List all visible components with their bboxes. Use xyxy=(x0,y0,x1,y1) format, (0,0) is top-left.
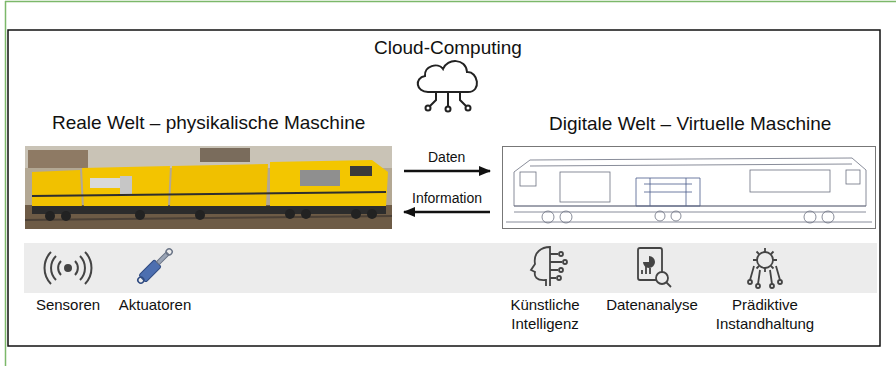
icon-label: Künstliche Intelligenz xyxy=(499,295,591,333)
frame xyxy=(8,30,880,346)
actuator-icon xyxy=(135,246,175,286)
outer-border xyxy=(5,1,7,366)
diagram-title: Cloud-Computing xyxy=(374,37,522,59)
cloud-icon xyxy=(418,61,477,111)
analysis-icon xyxy=(638,248,671,287)
node-heading: Reale Welt – physikalische Maschine xyxy=(52,112,365,134)
drawing-frame: Digitale Welt – Virtuelle Maschine xyxy=(502,146,876,229)
icon-label: Prädiktive Instandhaltung xyxy=(706,295,824,333)
sensor-icon xyxy=(45,252,92,284)
icon-label: Sensoren xyxy=(18,295,118,314)
cad-drawing xyxy=(503,147,875,228)
photo-frame: Reale Welt – physikalische Maschine xyxy=(25,146,392,229)
icon-label: Aktuatoren xyxy=(100,295,210,314)
train-photo xyxy=(25,146,392,229)
icon-band xyxy=(24,243,877,293)
flow-arrow xyxy=(404,211,490,214)
arrow-label: Daten xyxy=(426,149,467,165)
arrow-label: Information xyxy=(410,190,484,206)
outer-border xyxy=(5,1,896,3)
ai-icon xyxy=(531,247,567,286)
flow-arrow xyxy=(404,170,490,173)
icon-label: Datenanalyse xyxy=(596,295,708,314)
node-heading: Digitale Welt – Virtuelle Maschine xyxy=(549,113,831,135)
maintenance-icon xyxy=(748,248,782,288)
